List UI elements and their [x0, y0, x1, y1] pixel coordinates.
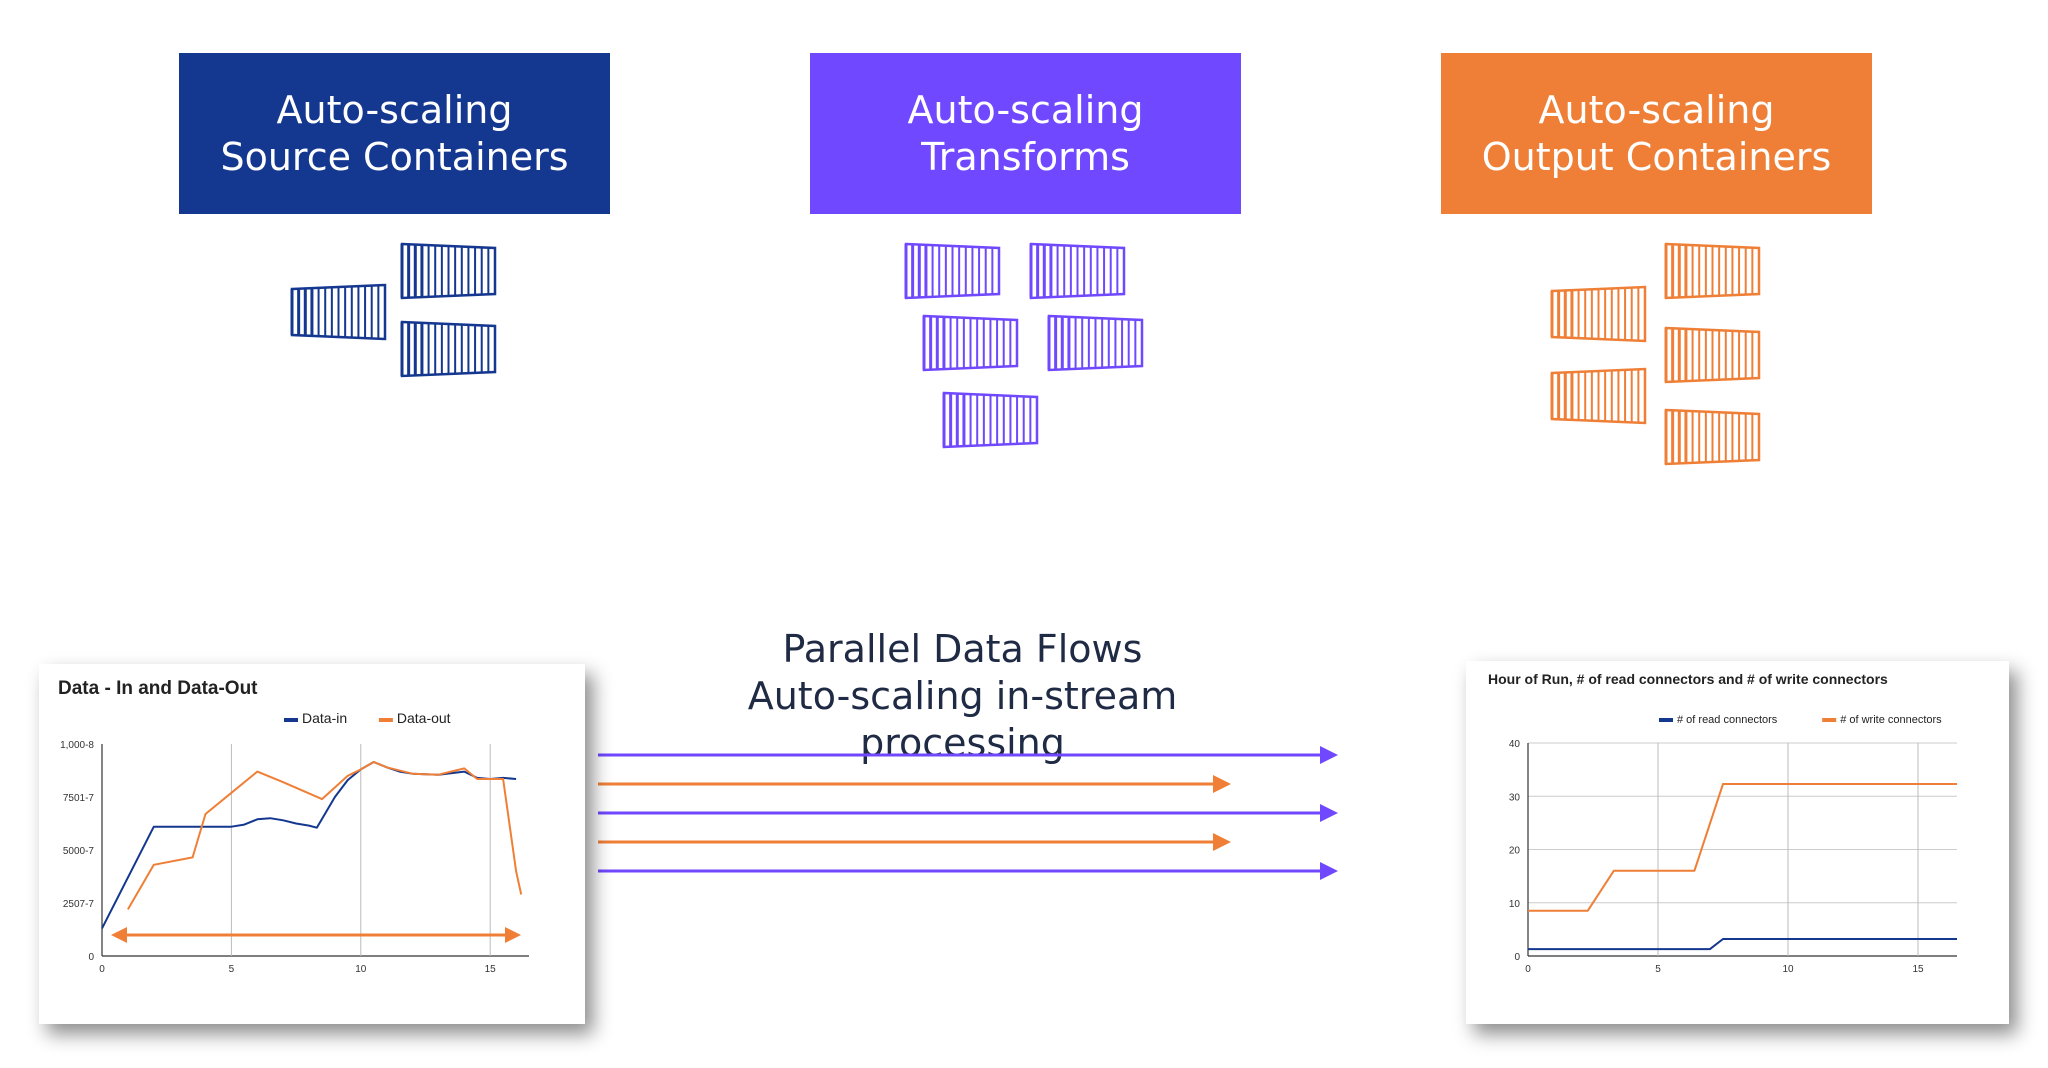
x-tick-label: 0 — [99, 964, 105, 975]
series-line-2 — [1528, 783, 1957, 912]
source-containers-box: Auto-scaling Source Containers — [179, 53, 610, 214]
y-tick-label: 1,000-8 — [60, 740, 94, 751]
y-tick-label: 2507-7 — [63, 899, 95, 910]
x-tick-label: 5 — [1655, 964, 1661, 975]
output-box-line2: Output Containers — [1481, 134, 1832, 179]
output-container-icon-1 — [1550, 285, 1647, 343]
legend-swatch-2 — [1822, 718, 1837, 722]
y-tick-label: 0 — [88, 952, 94, 963]
container-icons-layer — [290, 242, 1761, 466]
output-container-icon-4 — [1664, 326, 1761, 384]
series-line-1 — [101, 761, 517, 929]
x-tick-label: 5 — [229, 964, 235, 975]
source-box-line2: Source Containers — [220, 134, 569, 179]
legend-label-1: Data-in — [302, 710, 347, 726]
caption-line2: Auto-scaling in-stream processing — [747, 674, 1178, 765]
source-container-icon-3 — [400, 320, 497, 378]
y-tick-label: 20 — [1509, 846, 1521, 857]
y-tick-label: 7501-7 — [63, 793, 95, 804]
caption-line1: Parallel Data Flows — [782, 627, 1143, 671]
transform-container-icon-2 — [1029, 242, 1126, 300]
y-tick-label: 0 — [1514, 952, 1520, 963]
output-container-icon-2 — [1664, 242, 1761, 300]
x-tick-label: 10 — [355, 964, 367, 975]
x-tick-label: 15 — [1912, 964, 1924, 975]
transform-container-icon-1 — [904, 242, 1001, 300]
source-box-line1: Auto-scaling — [276, 87, 513, 132]
transforms-box: Auto-scaling Transforms — [810, 53, 1241, 214]
y-tick-label: 10 — [1509, 899, 1521, 910]
chart-title: Hour of Run, # of read connectors and # … — [1488, 671, 1888, 687]
legend-label-2: Data-out — [397, 710, 451, 726]
transform-container-icon-4 — [1047, 314, 1144, 372]
output-box-line1: Auto-scaling — [1538, 87, 1775, 132]
flow-arrow-2 — [598, 775, 1231, 793]
output-container-icon-3 — [1550, 367, 1647, 425]
x-tick-label: 15 — [485, 964, 497, 975]
transform-box-line1: Auto-scaling — [907, 87, 1144, 132]
transform-box-line2: Transforms — [921, 134, 1130, 179]
connectors-chart: Hour of Run, # of read connectors and # … — [1466, 661, 2009, 1024]
series-line-2 — [127, 761, 523, 910]
range-double-arrow — [111, 927, 521, 943]
x-tick-label: 10 — [1782, 964, 1794, 975]
connectors-chart-svg: Hour of Run, # of read connectors and # … — [1488, 671, 1957, 975]
y-tick-label: 5000-7 — [63, 846, 95, 857]
x-tick-label: 0 — [1525, 964, 1531, 975]
parallel-flows-caption: Parallel Data Flows Auto-scaling in-stre… — [640, 626, 1285, 767]
flow-arrow-5 — [598, 862, 1338, 880]
series-line-1 — [1528, 938, 1957, 951]
output-containers-box: Auto-scaling Output Containers — [1441, 53, 1872, 214]
legend-label-2: # of write connectors — [1840, 714, 1942, 726]
legend-label-1: # of read connectors — [1677, 714, 1778, 726]
transform-container-icon-5 — [942, 391, 1039, 449]
legend-swatch-1 — [1659, 718, 1673, 722]
legend-swatch-2 — [378, 718, 393, 722]
y-tick-label: 40 — [1509, 739, 1521, 750]
legend-swatch-1 — [284, 718, 298, 722]
source-container-icon-1 — [290, 283, 387, 341]
source-container-icon-2 — [400, 242, 497, 300]
flow-arrow-3 — [598, 804, 1338, 822]
y-tick-label: 30 — [1509, 792, 1521, 803]
output-container-icon-5 — [1664, 408, 1761, 466]
chart-title: Data - In and Data-Out — [58, 678, 258, 699]
transform-container-icon-3 — [922, 314, 1019, 372]
flow-arrow-4 — [598, 833, 1231, 851]
